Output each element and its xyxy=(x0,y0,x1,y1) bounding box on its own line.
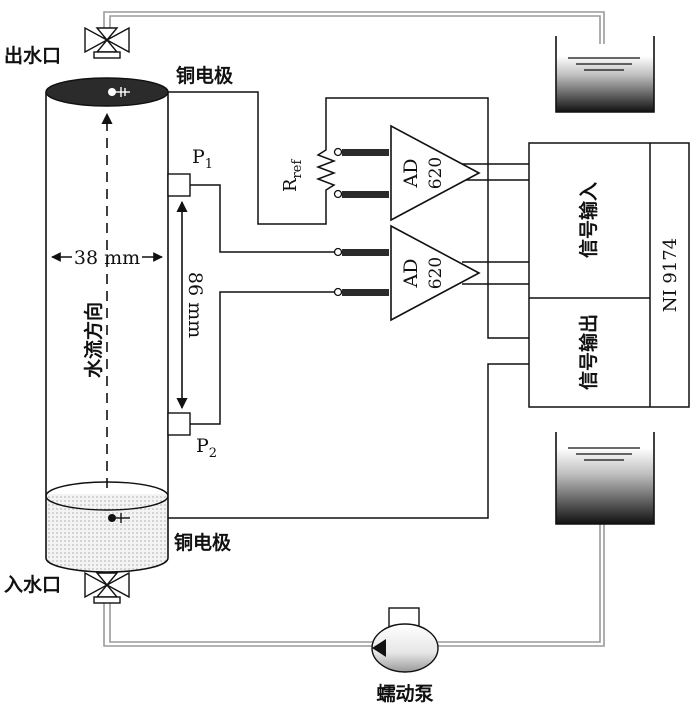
diameter-label: 38 mm xyxy=(74,247,140,269)
bottom-electrode-label: 铜电极 xyxy=(174,531,232,554)
flow-cylinder xyxy=(45,77,169,573)
top-electrode-terminal xyxy=(108,87,130,97)
amp2-ad-label: AD xyxy=(400,259,422,289)
ad620-amplifier-1 xyxy=(390,124,481,222)
top-electrode-cap xyxy=(45,77,169,107)
daq-model-label: NI 9174 xyxy=(660,238,681,312)
amp1-ad-label: AD xyxy=(400,159,422,189)
outlet-valve-icon[interactable] xyxy=(84,26,130,59)
amp1-num-label: 620 xyxy=(426,157,446,189)
wiring xyxy=(168,91,529,519)
amp2-num-label: 620 xyxy=(426,257,446,289)
outlet-label: 出水口 xyxy=(4,44,61,67)
p1-label: P1 xyxy=(192,146,213,172)
amp1-input-connectors xyxy=(333,147,389,199)
rref-label: Rref xyxy=(280,159,305,192)
ad620-amplifier-2 xyxy=(390,224,481,322)
top-tank xyxy=(555,36,655,113)
peristaltic-pump-icon[interactable] xyxy=(371,607,439,673)
amp2-input-connectors xyxy=(333,247,389,297)
inlet-label: 入水口 xyxy=(4,574,61,596)
pressure-port-p1 xyxy=(167,173,191,197)
flow-direction-label: 水流方向 xyxy=(82,302,105,378)
inlet-valve-icon[interactable] xyxy=(84,571,130,604)
signal-input-label: 信号输入 xyxy=(577,182,600,258)
top-electrode-label: 铜电极 xyxy=(176,64,234,87)
bottom-electrode-terminal xyxy=(108,513,130,523)
ni9174-daq xyxy=(528,142,690,408)
p2-label: P2 xyxy=(196,435,217,461)
spacing-label: 86 mm xyxy=(184,272,206,338)
reference-resistor xyxy=(315,142,337,200)
signal-output-label: 信号输出 xyxy=(577,314,600,390)
pressure-port-p2 xyxy=(167,412,191,436)
pump-label: 蠕动泵 xyxy=(376,683,433,705)
bottom-tank xyxy=(555,432,655,525)
